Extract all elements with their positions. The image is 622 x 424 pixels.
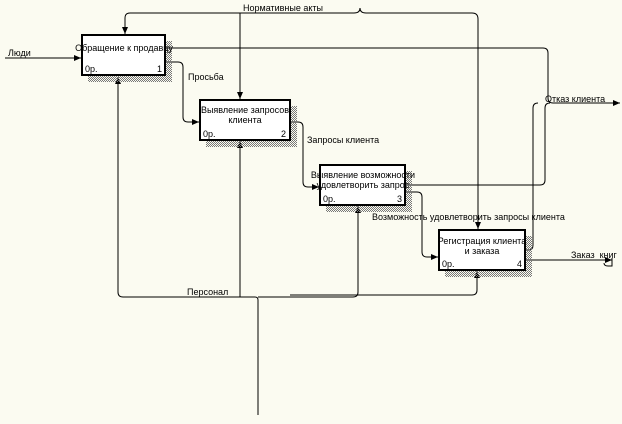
box-cost: 0р. — [203, 129, 216, 139]
activity-box-1[interactable]: Обращение к продавцу 0р. 1 — [75, 34, 173, 82]
arrow-refusal — [166, 47, 620, 106]
arrow-staff — [115, 77, 259, 415]
box-cost: 0р. — [442, 259, 455, 269]
box-title: Выявление запросов — [201, 105, 289, 115]
label-order: Заказ_книг — [571, 250, 618, 260]
box-title-line2: и заказа — [465, 246, 500, 256]
label-refusal: Отказ клиента — [545, 94, 605, 104]
label-request: Просьба — [188, 72, 224, 82]
box-number: 2 — [281, 129, 286, 139]
box-title: Выявление возможности — [311, 170, 415, 180]
arrow-client-requests — [291, 121, 319, 190]
box-cost: 0р. — [85, 64, 98, 74]
arrow-possibility — [406, 191, 438, 260]
arrow-request — [166, 61, 199, 125]
activity-box-3[interactable]: Выявление возможности удовлетворить запр… — [311, 164, 415, 212]
activity-box-2[interactable]: Выявление запросов клиента 0р. 2 — [199, 99, 297, 147]
box-title: Регистрация клиента — [438, 236, 526, 246]
box-cost: 0р. — [323, 194, 336, 204]
box-title-line2: удовлетворить запрос — [317, 180, 410, 190]
label-staff: Персонал — [187, 287, 228, 297]
label-client-requests: Запросы клиента — [307, 135, 379, 145]
box-number: 3 — [397, 194, 402, 204]
box-title: Обращение к продавцу — [75, 43, 173, 53]
label-norms: Нормативные акты — [243, 3, 323, 13]
arrow-lines — [5, 7, 620, 415]
arrow-norms — [122, 7, 361, 34]
box-title-line2: клиента — [228, 115, 261, 125]
activity-box-4[interactable]: Регистрация клиента и заказа 0р. 4 — [438, 229, 532, 277]
box-number: 4 — [517, 259, 522, 269]
label-possibility: Возможность удовлетворить запросы клиент… — [372, 212, 565, 222]
box-number: 1 — [157, 64, 162, 74]
label-people: Люди — [8, 48, 31, 58]
